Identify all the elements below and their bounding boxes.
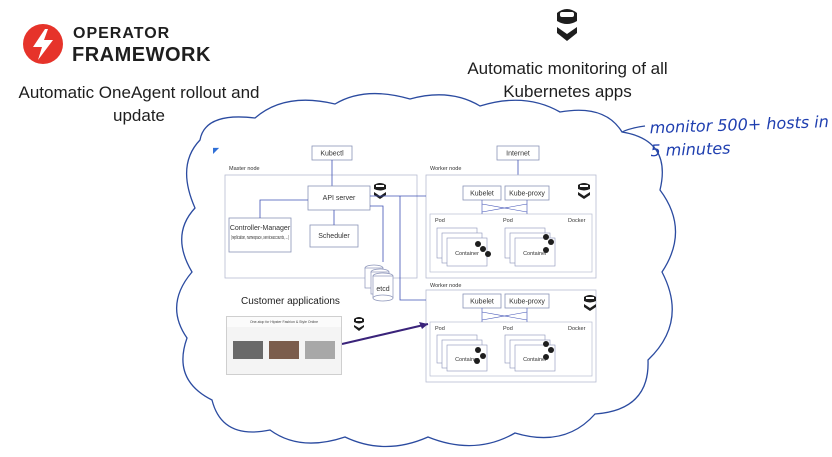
worker-node-2-label: Worker node (430, 283, 461, 289)
diagram-logo-icon: ◤ (213, 146, 220, 155)
etcd-storage: etcd (364, 264, 394, 302)
container-1a-label: Container (455, 251, 479, 257)
operator-framework-logo-icon (23, 24, 63, 64)
shop-header: One-stop for Hipster Fashion & Style Onl… (227, 317, 341, 327)
pod-1a-containers: Container (436, 227, 488, 267)
master-node-label: Master node (229, 166, 260, 172)
pod-2a-containers: Container (436, 334, 488, 372)
pod-1b-containers: Container (504, 227, 556, 267)
kube-proxy-2-label: Kube-proxy (509, 299, 545, 306)
worker-node-1-label: Worker node (430, 166, 461, 172)
api-server-box (307, 185, 371, 211)
cloud-outline (175, 92, 677, 448)
shop-product-image-1 (233, 341, 263, 359)
api-server-label: API server (323, 195, 356, 202)
controller-manager-label: Controller-Manager (230, 225, 291, 232)
oneagent-worker-1-icon (578, 183, 590, 199)
customer-traffic-arrow (341, 323, 429, 345)
container-2b-label: Container (523, 357, 547, 363)
scheduler-label: Scheduler (318, 233, 350, 240)
customer-shop-screenshot: One-stop for Hipster Fashion & Style Onl… (226, 316, 342, 375)
oneagent-customer-icon (354, 317, 364, 331)
kube-proxy-1-label: Kube-proxy (509, 191, 545, 198)
docker-2-label: Docker (568, 326, 586, 332)
container-2a-label: Container (455, 357, 479, 363)
pod-1a-label: Pod (435, 218, 445, 224)
controller-manager-sub: (replication, namespace, serviceaccounts… (231, 235, 289, 241)
oneagent-pod-1-icons (475, 234, 554, 257)
kubelet-2-label: Kubelet (470, 299, 494, 306)
oneagent-worker-2-icon (584, 295, 596, 311)
shop-product-image-2 (269, 341, 299, 359)
pod-2b-containers: Container (504, 334, 556, 372)
caption-oneagent-rollout: Automatic OneAgent rollout and update (18, 83, 260, 125)
pod-1b-label: Pod (503, 218, 513, 224)
oneagent-icon (557, 9, 577, 41)
etcd-label: etcd (376, 286, 389, 293)
pod-2b-label: Pod (503, 326, 513, 332)
controller-manager-box (228, 217, 292, 253)
logo-title-operator: OPERATOR (73, 25, 171, 42)
caption-kubernetes-monitoring: Automatic monitoring of all Kubernetes a… (467, 59, 668, 101)
shop-product-image-3 (305, 341, 335, 359)
docker-1-label: Docker (568, 218, 586, 224)
note-connector-line (621, 125, 646, 133)
customer-applications-title: Customer applications (241, 296, 340, 307)
kubectl-label: Kubectl (320, 151, 344, 158)
internet-label: Internet (506, 151, 530, 158)
kubelet-1-label: Kubelet (470, 191, 494, 198)
oneagent-pod-2-icons (474, 341, 554, 364)
pod-2a-label: Pod (435, 326, 445, 332)
container-1b-label: Container (523, 251, 547, 257)
logo-title-framework: FRAMEWORK (72, 44, 211, 66)
oneagent-master-icon (374, 183, 386, 199)
